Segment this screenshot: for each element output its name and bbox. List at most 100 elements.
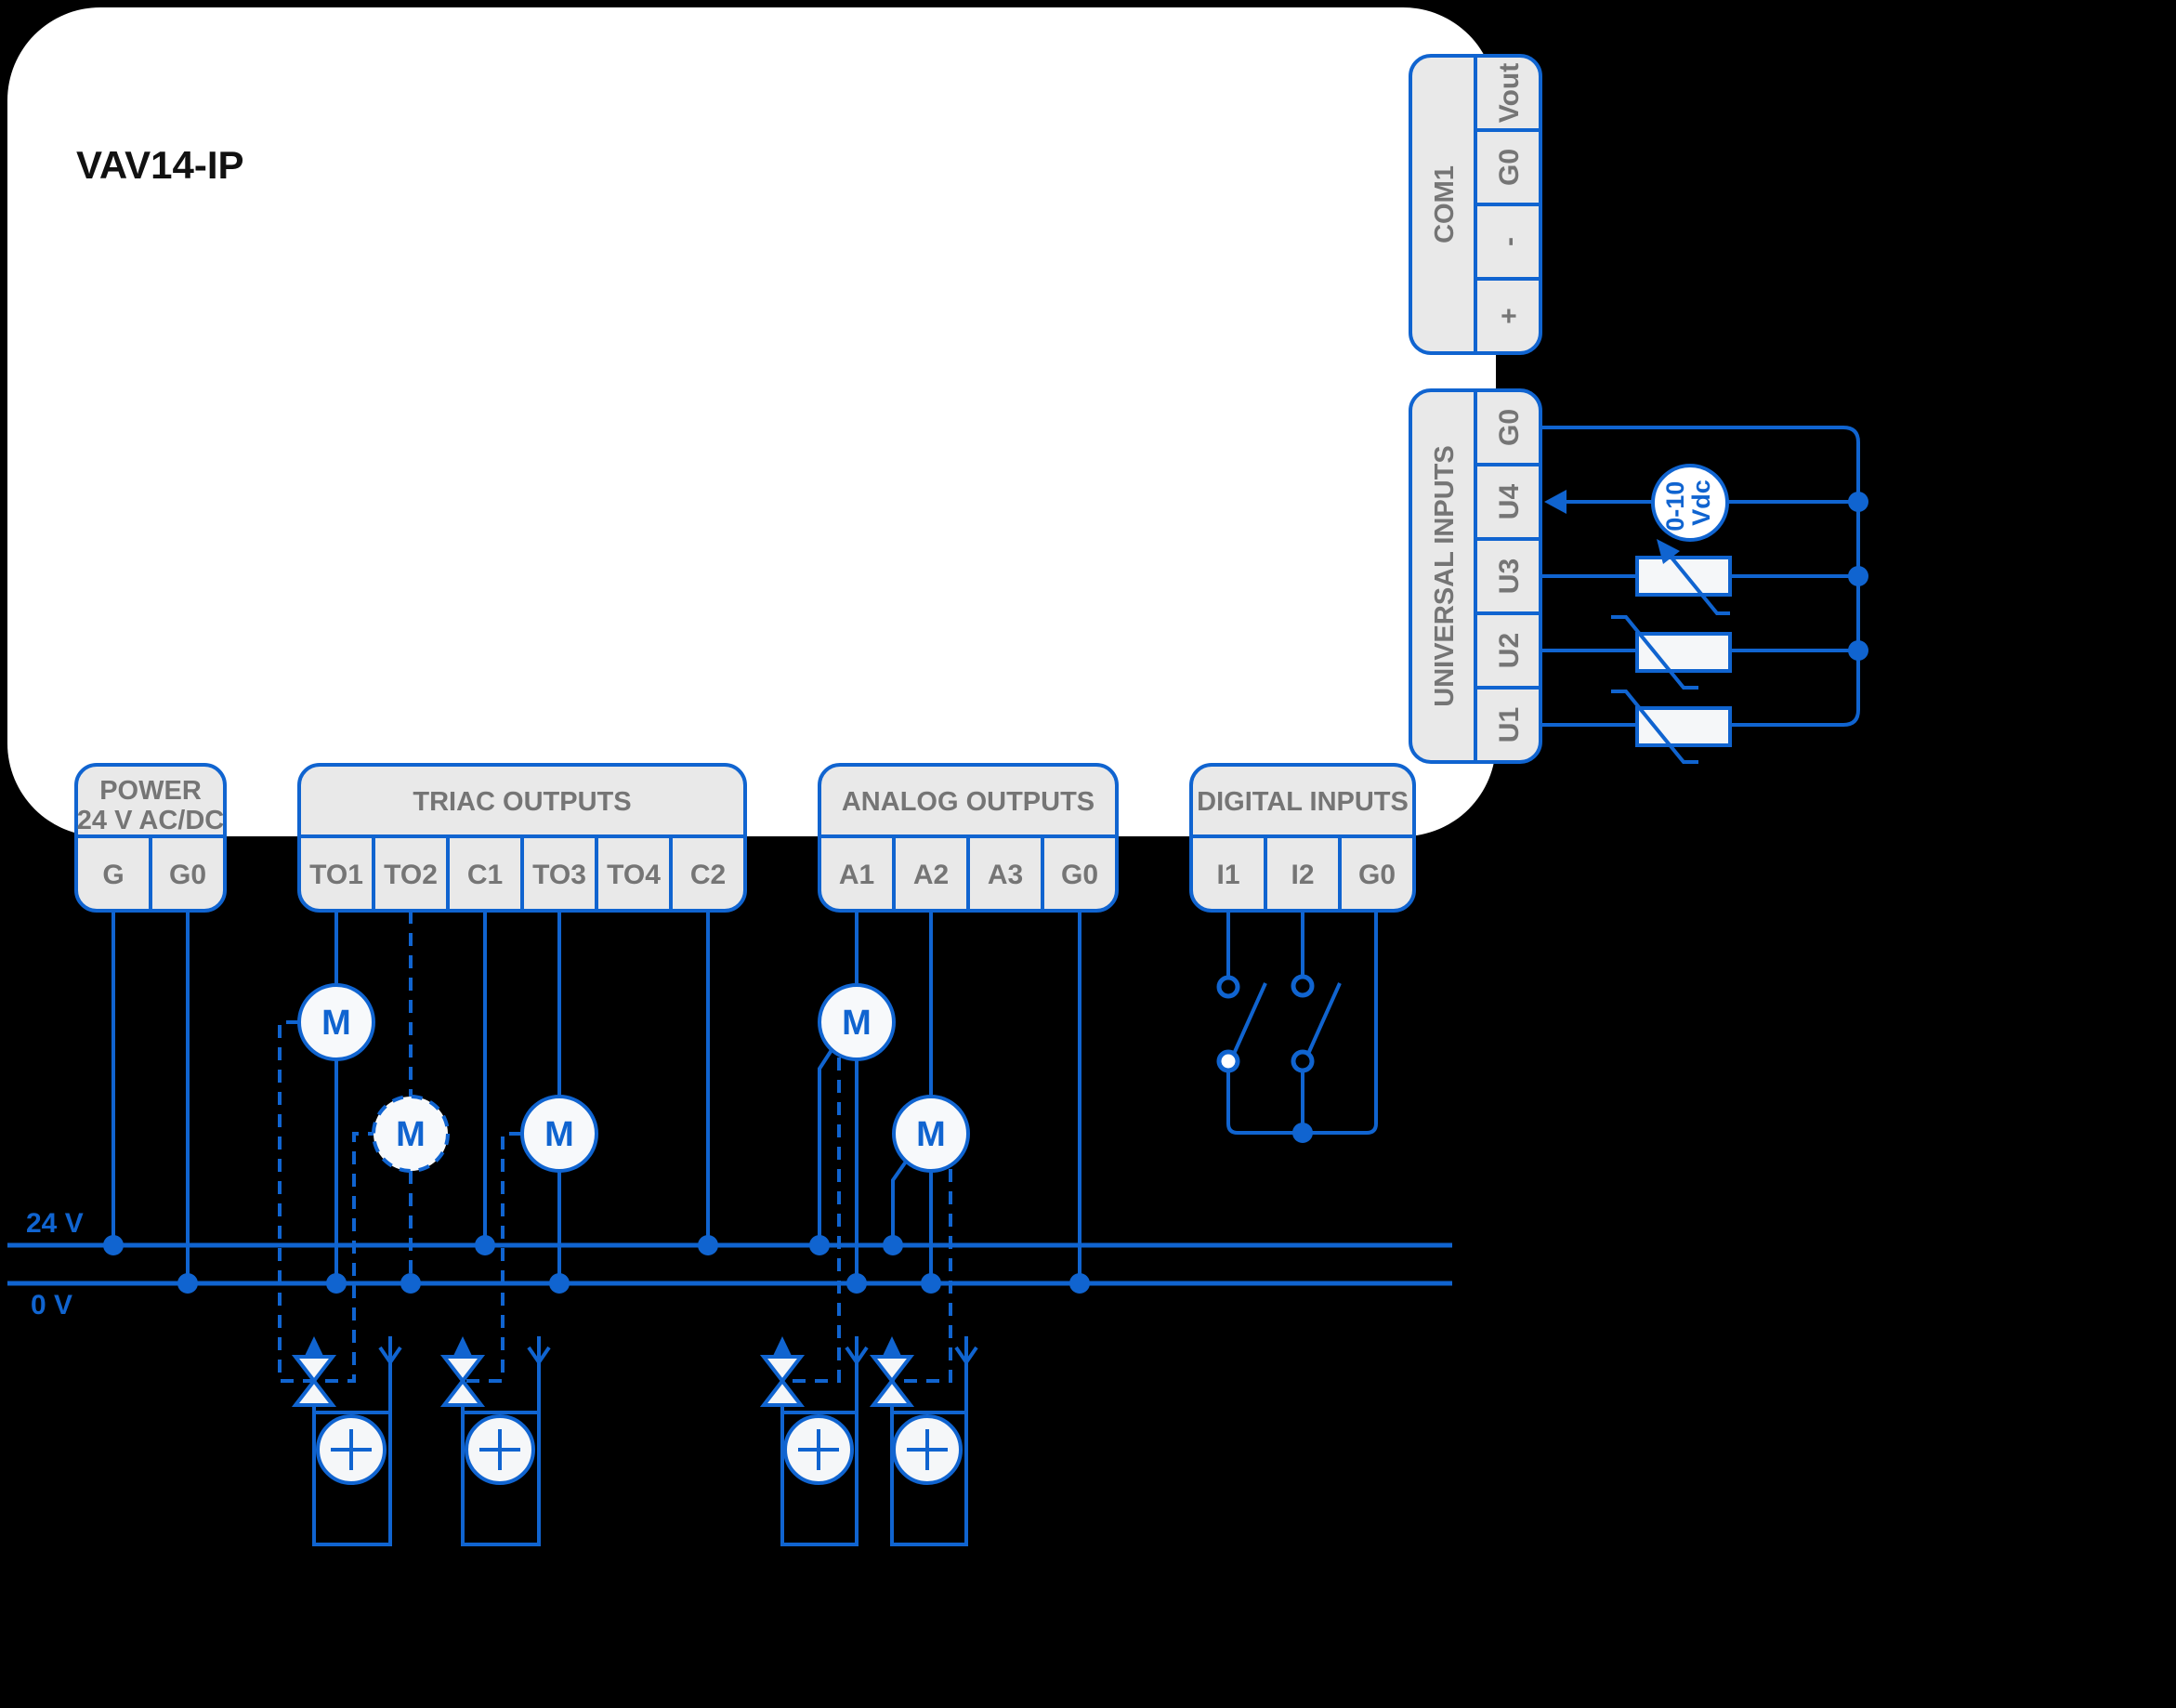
block-power-sublabel: 24 V AC/DC xyxy=(77,806,225,835)
dot-24v-c1 xyxy=(475,1235,495,1255)
svg-text:M: M xyxy=(321,1004,351,1043)
terminal-a3: A3 xyxy=(988,860,1023,890)
duct-2 xyxy=(461,1411,541,1546)
dot-sensorbus-u3 xyxy=(1848,566,1868,586)
wiring-layer xyxy=(7,426,1860,1383)
vav-unit-2 xyxy=(439,1336,551,1546)
terminal-c2: C2 xyxy=(690,860,726,890)
airflow-arrow-2 xyxy=(527,1336,551,1412)
terminal-to4: TO4 xyxy=(607,860,661,890)
bus-24v-label: 24 V xyxy=(26,1208,84,1239)
spring-up-arrow-icon xyxy=(773,1336,792,1356)
motor-to2-optional: M xyxy=(372,1095,450,1173)
contact-i1-bottom xyxy=(1216,1049,1240,1073)
block-power: POWER 24 V AC/DC G G0 xyxy=(74,763,227,913)
dot-0v-m5 xyxy=(921,1273,941,1294)
motor-a2: M xyxy=(892,1095,970,1173)
contact-i2-top xyxy=(1291,974,1315,998)
block-universal-inputs: UNIVERSAL INPUTS G0 U4 U3 U2 U1 xyxy=(1409,388,1542,764)
airflow-arrow-3 xyxy=(845,1336,869,1412)
potentiometer-u3 xyxy=(1635,539,1732,615)
svg-text:M: M xyxy=(842,1004,872,1043)
dot-24v-m5 xyxy=(883,1235,903,1255)
dot-24v-c2 xyxy=(698,1235,718,1255)
terminal-to3: TO3 xyxy=(532,860,586,890)
terminal-com1-plus: + xyxy=(1494,308,1525,324)
airflow-arrow-1 xyxy=(378,1336,402,1412)
block-com1-label: COM1 xyxy=(1430,165,1460,243)
damper-valve-2 xyxy=(439,1355,486,1385)
spring-up-arrow-icon xyxy=(305,1336,323,1356)
wire-a2-motor-24v xyxy=(891,1160,908,1245)
motor-to1: M xyxy=(297,983,375,1061)
block-analog-outputs: ANALOG OUTPUTS A1 A2 A3 G0 xyxy=(818,763,1119,913)
terminal-ui-u1: U1 xyxy=(1494,707,1525,742)
terminal-ui-u4: U4 xyxy=(1494,484,1525,520)
wire-a1-motor-24v xyxy=(818,1048,833,1245)
pot-arrow-icon xyxy=(1657,539,1680,564)
switch-blade-i1 xyxy=(1232,982,1267,1055)
damper-valve-4 xyxy=(869,1355,915,1385)
contact-i2-bottom xyxy=(1291,1049,1315,1073)
terminal-ui-u2: U2 xyxy=(1494,633,1525,668)
transmitter-0-10vdc: 0-10 Vdc xyxy=(1544,464,1729,542)
block-universal-label: UNIVERSAL INPUTS xyxy=(1430,445,1460,706)
terminal-power-g: G xyxy=(102,860,124,890)
block-power-label: POWER xyxy=(99,776,202,806)
dot-0v-g0 xyxy=(177,1273,198,1294)
switch-contacts xyxy=(1216,974,1315,1073)
spring-up-arrow-icon xyxy=(883,1336,901,1356)
controller-title: VAV14-IP xyxy=(76,143,244,187)
terminal-com1-minus: - xyxy=(1494,237,1525,246)
controller-body xyxy=(7,7,1496,836)
terminal-ui-u3: U3 xyxy=(1494,558,1525,594)
thermistor-u1 xyxy=(1611,690,1732,764)
terminal-digital-g0: G0 xyxy=(1358,860,1396,890)
terminal-analog-g0: G0 xyxy=(1061,860,1098,890)
block-triac-label: TRIAC OUTPUTS xyxy=(413,787,631,817)
vav-unit-4 xyxy=(869,1336,978,1546)
svg-text:M: M xyxy=(916,1115,946,1154)
dot-0v-m2 xyxy=(400,1273,421,1294)
damper-valve-3 xyxy=(759,1355,806,1385)
block-analog-label: ANALOG OUTPUTS xyxy=(842,787,1095,817)
dot-0v-m3 xyxy=(549,1273,570,1294)
thermistor-u2 xyxy=(1611,615,1732,690)
terminal-to2: TO2 xyxy=(384,860,438,890)
airflow-arrow-4 xyxy=(954,1336,978,1412)
dot-24v-g xyxy=(103,1235,124,1255)
block-digital-label: DIGITAL INPUTS xyxy=(1197,787,1409,817)
dot-sensorbus-u2 xyxy=(1848,640,1868,661)
terminal-i2: I2 xyxy=(1291,860,1314,890)
terminal-c1: C1 xyxy=(467,860,503,890)
arrow-into-u4-icon xyxy=(1544,490,1566,514)
link-motor3-damper2 xyxy=(463,1132,522,1383)
motors: M M M M M xyxy=(297,983,970,1173)
link-motor5-damper4 xyxy=(892,1169,952,1383)
terminal-i1: I1 xyxy=(1216,860,1239,890)
vav-unit-3 xyxy=(759,1336,869,1546)
duct-3 xyxy=(780,1411,859,1546)
duct-4 xyxy=(890,1411,968,1546)
switch-blade-i2 xyxy=(1306,982,1342,1055)
damper-valve-1 xyxy=(291,1355,337,1385)
block-triac-outputs: TRIAC OUTPUTS TO1 TO2 C1 TO3 TO4 C2 xyxy=(297,763,747,913)
dot-24v-m4 xyxy=(809,1235,830,1255)
terminal-com1-vout: Vout xyxy=(1494,63,1525,123)
junction-dots xyxy=(103,492,1868,1294)
link-motor1-damper1 xyxy=(278,1020,374,1383)
dot-0v-m4 xyxy=(846,1273,867,1294)
terminal-a2: A2 xyxy=(913,860,949,890)
terminal-power-g0: G0 xyxy=(169,860,206,890)
svg-text:M: M xyxy=(544,1115,574,1154)
block-digital-inputs: DIGITAL INPUTS I1 I2 G0 xyxy=(1189,763,1416,913)
svg-text:0-10 Vdc: 0-10 Vdc xyxy=(1661,474,1715,532)
terminal-a1: A1 xyxy=(839,860,874,890)
vav-unit-1 xyxy=(291,1336,402,1546)
duct-1 xyxy=(312,1411,392,1546)
dot-0v-m1 xyxy=(326,1273,347,1294)
spring-up-arrow-icon xyxy=(453,1336,472,1356)
terminal-com1-g0: G0 xyxy=(1494,149,1525,186)
dot-sensorbus-u4 xyxy=(1848,492,1868,512)
